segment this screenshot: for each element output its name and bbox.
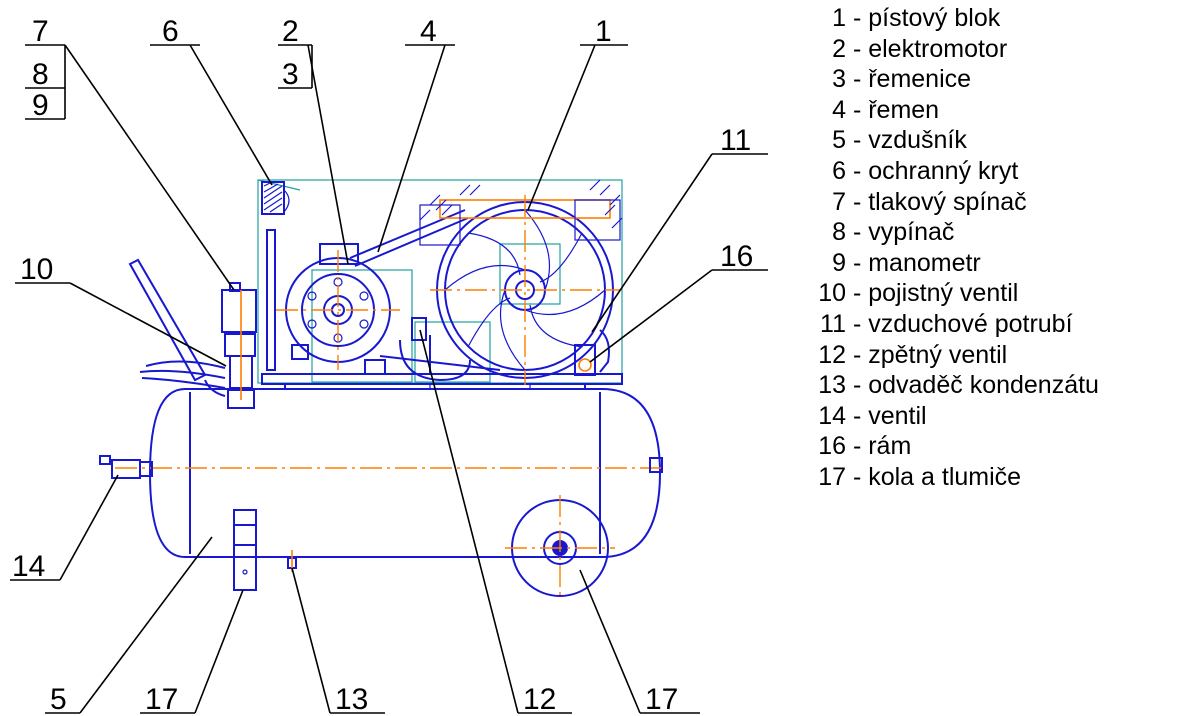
legend-item: 13 - odvaděč kondenzátu — [816, 370, 1201, 401]
callout-11: 11 — [720, 124, 751, 157]
callout-13: 13 — [335, 683, 368, 716]
legend-text: - manometr — [852, 248, 981, 277]
protective-cover — [261, 181, 290, 215]
callout-16: 16 — [720, 240, 753, 273]
legend-text: - ventil — [852, 401, 927, 430]
legend-item: 3 - řemenice — [816, 64, 1201, 95]
piston-block — [419, 179, 623, 385]
legend-item: 12 - zpětný ventil — [816, 340, 1201, 371]
parts-legend: 1 - pístový blok 2 - elektromotor 3 - ře… — [816, 3, 1201, 493]
legend-num: 10 — [818, 279, 846, 308]
legend-num: 16 — [818, 432, 846, 461]
callout-12: 12 — [523, 683, 556, 716]
legend-text: - ochranný kryt — [852, 156, 1019, 185]
electric-motor — [266, 229, 400, 375]
legend-text: - řemen — [852, 95, 940, 124]
callout-6: 6 — [162, 15, 179, 48]
legend-num: 3 — [832, 65, 846, 94]
legend-num: 13 — [818, 371, 846, 400]
callout-10: 10 — [20, 253, 53, 286]
legend-item: 5 - vzdušník — [816, 125, 1201, 156]
legend-num: 12 — [818, 340, 846, 369]
callout-9: 9 — [32, 89, 49, 122]
legend-text: - tlakový spínač — [852, 187, 1027, 216]
callout-7: 7 — [32, 15, 49, 48]
legend-text: - řemenice — [852, 65, 972, 94]
legend-text: - kola a tlumiče — [852, 462, 1022, 491]
drain-valve — [99, 455, 153, 479]
legend-num: 1 — [832, 4, 846, 32]
legend-item: 11 - vzduchové potrubí — [816, 309, 1201, 340]
callout-labels: 7 8 9 6 2 3 4 1 11 10 16 14 5 17 13 12 1… — [12, 15, 753, 716]
legend-text: - zpětný ventil — [852, 340, 1008, 369]
callout-3: 3 — [282, 58, 299, 91]
air-receiver-tank — [115, 388, 665, 558]
legend-num: 8 — [832, 218, 846, 247]
legend-num: 7 — [832, 187, 846, 216]
leader-lines — [10, 44, 768, 714]
legend-text: - vzdušník — [852, 126, 967, 155]
legend-text: - pojistný ventil — [852, 279, 1019, 308]
callout-17-right: 17 — [645, 683, 678, 716]
legend-num: 5 — [832, 126, 846, 155]
legend-text: - odvaděč kondenzátu — [852, 371, 1099, 400]
front-foot — [233, 509, 257, 591]
legend-item: 14 - ventil — [816, 401, 1201, 432]
legend-num: 11 — [820, 309, 846, 338]
callout-5: 5 — [50, 683, 67, 716]
callout-17-left: 17 — [145, 683, 178, 716]
base-plate — [261, 373, 623, 390]
callout-4: 4 — [420, 15, 437, 48]
legend-item: 9 - manometr — [816, 248, 1201, 279]
legend-item: 16 - rám — [816, 431, 1201, 462]
legend-text: - vypínač — [852, 218, 955, 247]
legend-text: - vzduchové potrubí — [852, 309, 1073, 338]
legend-item: 2 - elektromotor — [816, 34, 1201, 65]
wheel — [505, 495, 615, 600]
callout-8: 8 — [32, 58, 49, 91]
legend-item: 7 - tlakový spínač — [816, 187, 1201, 218]
legend-item: 1 - pístový blok — [816, 3, 1201, 34]
legend-num: 6 — [832, 156, 846, 185]
legend-item: 6 - ochranný kryt — [816, 156, 1201, 187]
legend-num: 9 — [832, 248, 846, 277]
handle — [128, 258, 226, 397]
pressure-switch-assembly — [221, 282, 257, 409]
legend-num: 14 — [818, 401, 846, 430]
legend-text: - rám — [852, 432, 912, 461]
legend-num: 2 — [832, 34, 846, 63]
legend-item: 10 - pojistný ventil — [816, 278, 1201, 309]
legend-num: 4 — [832, 95, 846, 124]
legend-item: 17 - kola a tlumiče — [816, 462, 1201, 493]
legend-num: 17 — [818, 462, 846, 491]
callout-14: 14 — [12, 550, 45, 583]
callout-1: 1 — [595, 15, 612, 48]
legend-item: 4 - řemen — [816, 95, 1201, 126]
legend-text: - pístový blok — [852, 4, 1001, 32]
legend-text: - elektromotor — [852, 34, 1008, 63]
callout-2: 2 — [282, 15, 299, 48]
legend-item: 8 - vypínač — [816, 217, 1201, 248]
air-pipe — [574, 329, 610, 376]
